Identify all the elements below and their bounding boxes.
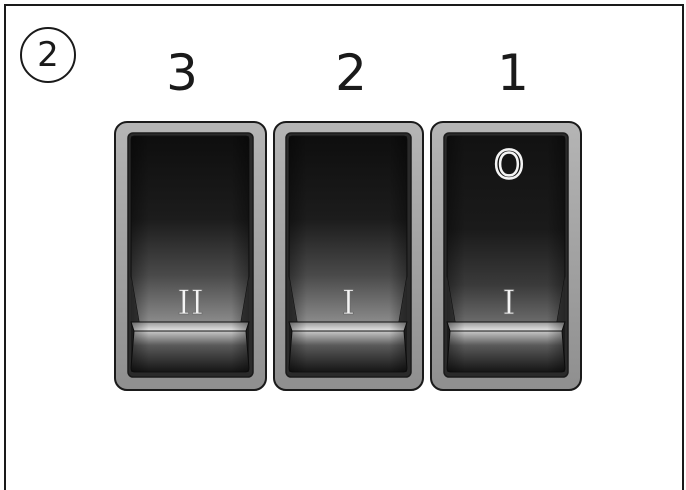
switch-2-rocker-bottom xyxy=(289,331,407,372)
switch-1-rocker-bottom xyxy=(447,331,565,372)
switch-2-position-mark: I xyxy=(342,283,355,323)
switch-3-position-mark: II xyxy=(177,283,204,323)
switch-2-rocker-ridge xyxy=(289,322,407,331)
rocker-switch-2: I xyxy=(274,122,423,390)
switch-1-rocker-ridge xyxy=(447,322,565,331)
rocker-switch-1: O I xyxy=(431,122,581,390)
switch-3-rocker-ridge xyxy=(131,322,249,331)
rocker-switch-3: II xyxy=(115,122,266,390)
switch-1-off-symbol: O xyxy=(494,143,524,187)
switch-1-position-mark: I xyxy=(502,283,515,323)
switch-3-rocker-bottom xyxy=(131,331,249,372)
